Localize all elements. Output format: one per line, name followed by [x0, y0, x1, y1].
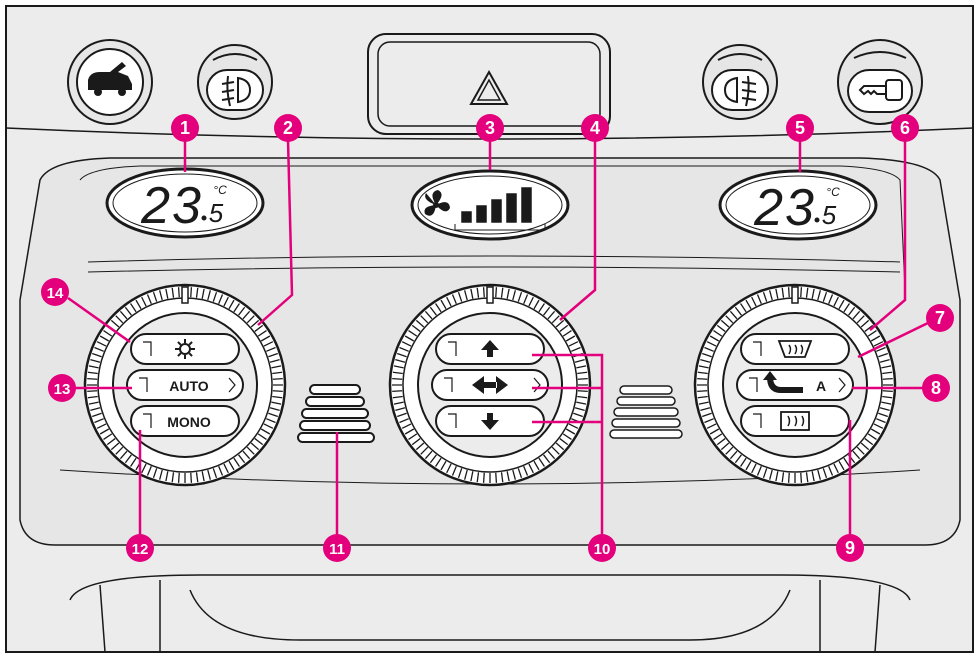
callout-2: 2: [274, 114, 302, 142]
lower-console-pillars: [99, 580, 881, 653]
left-knob-button-3[interactable]: MONO: [130, 405, 240, 437]
left-temperature-display: 23 5 °C: [105, 167, 265, 239]
windscreen-defrost-icon: [777, 340, 813, 358]
fan-speed-display: [410, 169, 570, 241]
callout-number: 2: [283, 118, 293, 138]
left-knob-button-2-label: AUTO: [169, 378, 209, 394]
callout-number: 5: [795, 118, 805, 138]
fan-speed-bars: [461, 187, 532, 223]
callout-6: 6: [891, 114, 919, 142]
left-knob-button-3-label: MONO: [167, 414, 211, 430]
knob-ridges: [392, 287, 588, 483]
key-button[interactable]: [837, 39, 923, 125]
left-knob-button-2[interactable]: AUTO: [126, 369, 244, 401]
callout-number: 3: [485, 118, 495, 138]
right-temp-unit: °C: [826, 185, 840, 199]
callout-number: 12: [132, 541, 149, 558]
fan-bar: [476, 205, 487, 223]
right-knob[interactable]: A: [693, 283, 897, 487]
center-knob-button-1[interactable]: [435, 333, 545, 365]
left-decimal-point: [201, 215, 207, 221]
fan-bar: [491, 199, 502, 223]
key-icon: [858, 79, 903, 101]
center-knob-button-3[interactable]: [435, 405, 545, 437]
callout-1: 1: [171, 114, 199, 142]
lower-console-recess: [189, 589, 791, 641]
right-temperature-display: 23 5 °C: [718, 169, 878, 241]
callout-number: 6: [900, 118, 910, 138]
callout-5: 5: [786, 114, 814, 142]
callout-11: 11: [323, 534, 351, 562]
car-boot-icon: [88, 62, 132, 96]
rear-window-defrost-icon: [780, 411, 810, 431]
callout-3: 3: [476, 114, 504, 142]
recirculation-icon: [763, 371, 803, 393]
hazard-button[interactable]: [367, 33, 611, 135]
front-fog-light-icon: [221, 75, 252, 107]
hazard-triangle-icon: [469, 69, 509, 105]
snowflake-icon: [175, 339, 195, 359]
center-knob[interactable]: [388, 283, 592, 487]
right-temp-decimal: 5: [822, 200, 837, 230]
bezel-groove-top: [87, 255, 901, 263]
lower-console-top: [69, 574, 911, 601]
callout-number: 9: [845, 538, 855, 558]
knob-ridges: [87, 287, 283, 483]
callout-leaders: [67, 139, 931, 540]
left-temp-decimal: 5: [209, 198, 224, 228]
callout-13: 13: [48, 374, 76, 402]
callout-14: 14: [41, 278, 69, 306]
right-temp-digits: 23: [753, 179, 816, 237]
callout-9: 9: [836, 534, 864, 562]
rear-fog-light-icon: [723, 75, 757, 107]
arrow-down-icon: [481, 413, 499, 430]
bezel-inner-line: [79, 165, 906, 291]
callout-number: 8: [931, 378, 941, 398]
rear-fog-right-button[interactable]: [702, 44, 778, 120]
right-knob-button-2-label: A: [816, 378, 826, 394]
left-temp-digits: 23: [140, 177, 203, 235]
center-knob-button-2[interactable]: [431, 369, 549, 401]
callout-7: 7: [926, 304, 954, 332]
callout-number: 1: [180, 118, 190, 138]
fan-bar: [506, 193, 517, 223]
rear-fog-button[interactable]: [67, 39, 153, 125]
vent-right: [609, 385, 683, 439]
right-knob-button-2[interactable]: A: [736, 369, 854, 401]
knobs: AUTO MONO A: [83, 283, 897, 487]
fan-bar: [461, 211, 472, 223]
arrow-up-icon: [481, 340, 499, 357]
knob-marker: [791, 286, 799, 304]
callout-10: 10: [588, 534, 616, 562]
fan-icon: [424, 190, 450, 216]
left-knob-button-1[interactable]: [130, 333, 240, 365]
callout-number: 10: [594, 541, 611, 558]
callout-number: 11: [329, 541, 345, 558]
left-knob[interactable]: AUTO MONO: [83, 283, 287, 487]
knob-ridges: [697, 287, 893, 483]
callout-number: 14: [47, 285, 64, 302]
right-knob-button-1[interactable]: [740, 333, 850, 365]
left-temp-unit: °C: [213, 183, 227, 197]
callout-12: 12: [126, 534, 154, 562]
callout-number: 7: [935, 308, 945, 328]
callout-8: 8: [922, 374, 950, 402]
callout-4: 4: [581, 114, 609, 142]
callout-number: 4: [590, 118, 600, 138]
callout-number: 13: [54, 381, 71, 398]
front-fog-left-button[interactable]: [197, 44, 273, 120]
bezel-groove-bottom: [87, 266, 901, 273]
right-knob-button-3[interactable]: [740, 405, 850, 437]
fan-bar: [521, 187, 532, 223]
knob-marker: [181, 286, 189, 304]
knob-marker: [486, 286, 494, 304]
right-decimal-point: [814, 217, 820, 223]
arrow-left-right-icon: [472, 376, 508, 394]
